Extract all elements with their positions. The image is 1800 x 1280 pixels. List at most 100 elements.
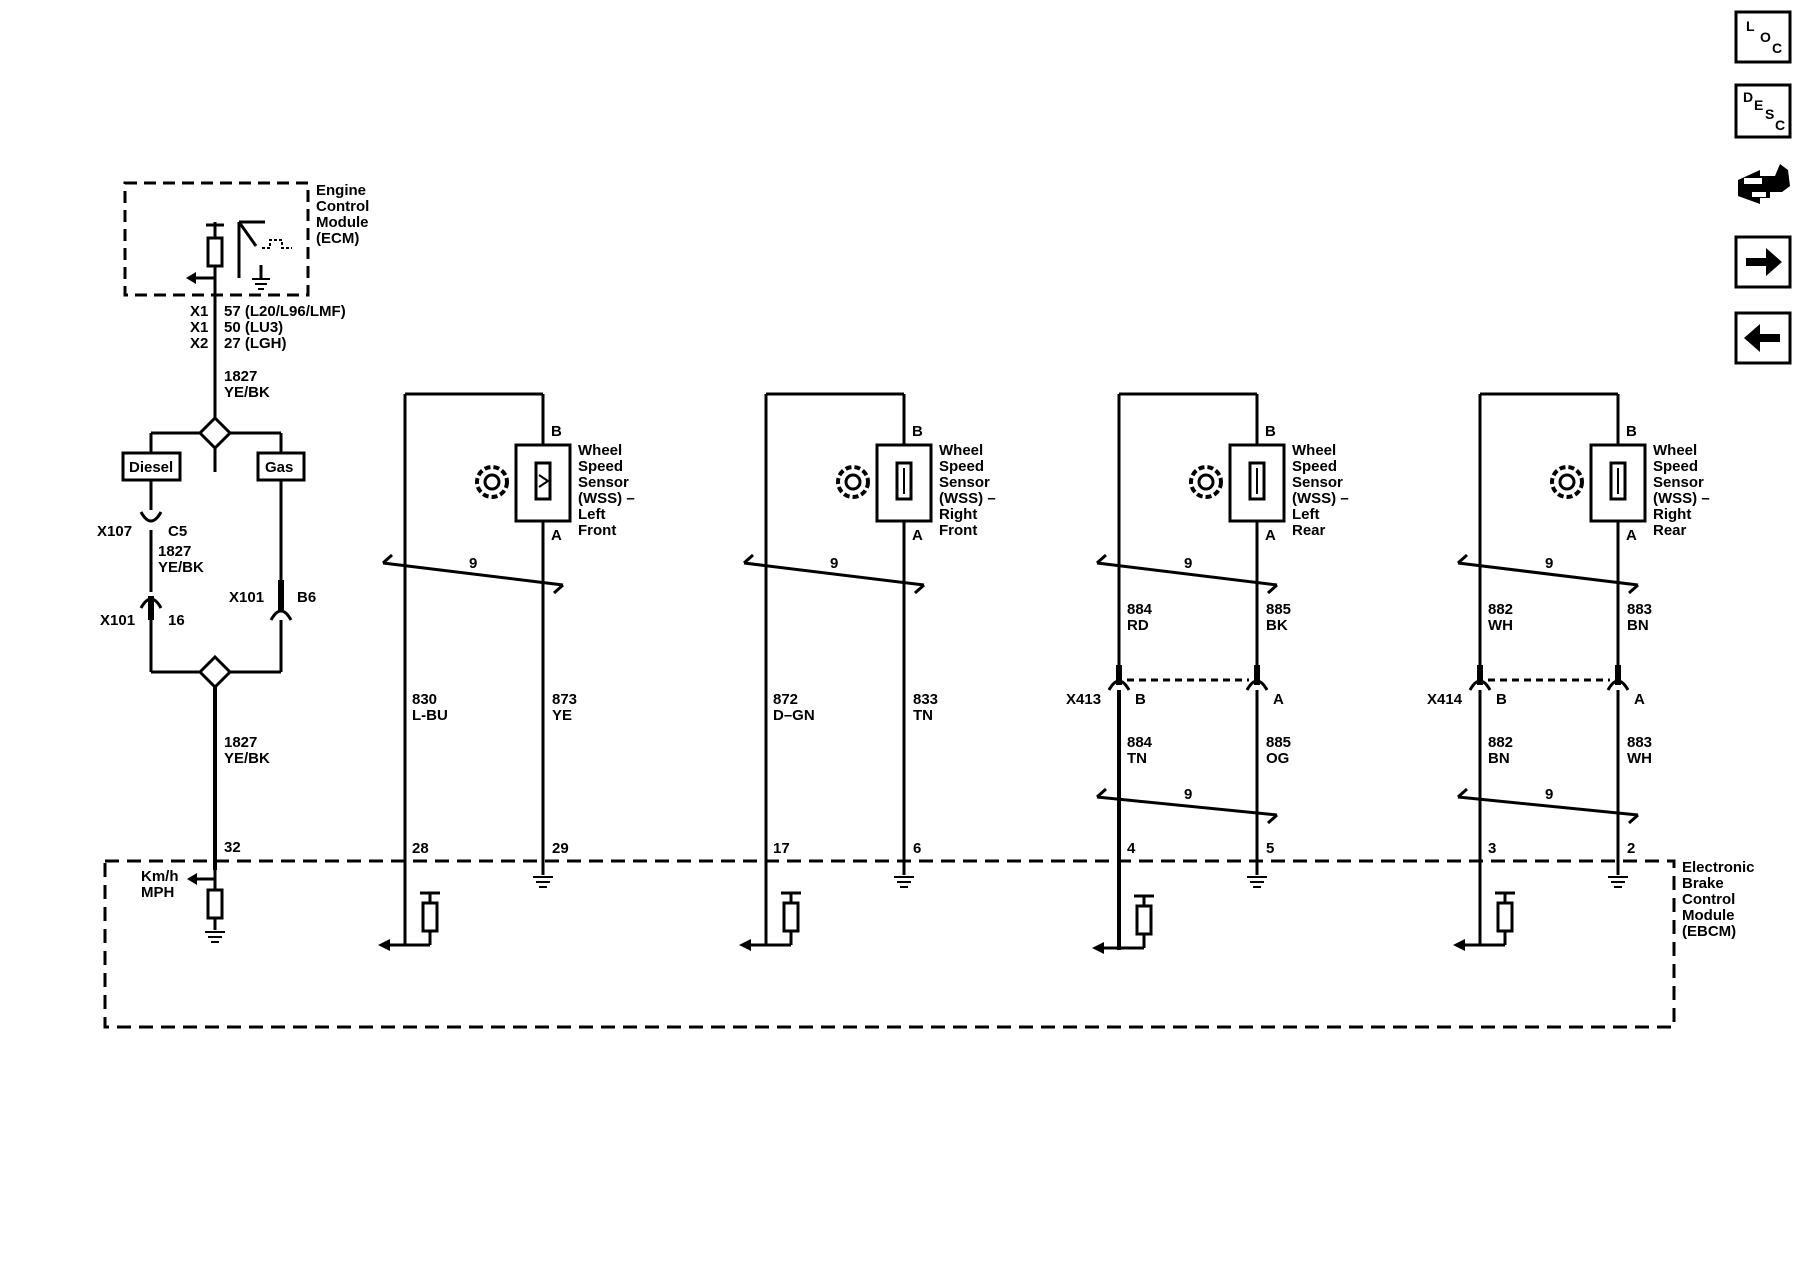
wss-lr-gear-icon [1189, 465, 1223, 499]
wss-lf-ebcm-input-icon [390, 876, 553, 947]
x414-pin-b: B [1496, 691, 1507, 708]
wss-rr-ebcm-pin-left: 3 [1488, 840, 1496, 857]
wss-lr-name-3: Sensor [1292, 474, 1343, 491]
x414-a-connector-icon [1606, 679, 1630, 691]
wss-lf-twist-count: 9 [469, 555, 477, 572]
wss-rf-name-6: Front [939, 522, 977, 539]
wss-rr-name-1: Wheel [1653, 442, 1697, 459]
wss-lr-pin-b: B [1265, 423, 1276, 440]
wss-rr-twist-count: 9 [1545, 555, 1553, 572]
wss-lf-ebcm-pin-right: 29 [552, 840, 569, 857]
wss-rf-ebcm-pin-left: 17 [773, 840, 790, 857]
desc-button[interactable]: D E S C [1734, 83, 1792, 139]
wss-lr-lower-left-circuit: 884 [1127, 734, 1153, 751]
wss-rf-input-arrow-icon [739, 939, 751, 951]
wss-lr-name-5: Left [1292, 506, 1320, 523]
ebcm-name-line3: Control [1682, 891, 1735, 908]
wss-rr-upper-left-circuit: 882 [1488, 601, 1513, 618]
speed-unit-mph: MPH [141, 884, 174, 901]
wss-rr-ebcm-input-icon [1465, 876, 1628, 947]
splice-bottom-icon [197, 654, 233, 690]
loc-button[interactable]: L O C [1734, 10, 1792, 64]
loc-letter-c: C [1772, 40, 1782, 56]
wss-rf-name-5: Right [939, 506, 977, 523]
ebcm-input-resistor-icon [205, 870, 225, 943]
wss-lf-name-2: Speed [578, 458, 623, 475]
ecm-pin1-number: 57 (L20/L96/LMF) [224, 303, 346, 320]
wss-lr-ebcm-pin-right: 5 [1266, 840, 1274, 857]
wss-lf-left-color: L-BU [412, 707, 448, 724]
ebcm-name-line2: Brake [1682, 875, 1724, 892]
wss-rf-right-circuit: 833 [913, 691, 938, 708]
ecm-wire-bottom-circuit: 1827 [224, 734, 257, 751]
ecm-pin1-connector: X1 [190, 303, 208, 320]
sensor-right-front: B A Wheel Speed Sensor (WSS) – Right Fro… [739, 392, 996, 951]
x414-pin-a: A [1634, 691, 1645, 708]
wss-lr-twist-count: 9 [1184, 555, 1192, 572]
x413-pin-b: B [1135, 691, 1146, 708]
wss-lf-name-3: Sensor [578, 474, 629, 491]
wss-lr-pin-a: A [1265, 527, 1276, 544]
sensor-right-rear: B A Wheel Speed Sensor (WSS) – Right Rea… [1427, 392, 1710, 951]
desc-letter-c: C [1775, 117, 1785, 133]
x101-right-connector-icon [269, 609, 293, 621]
wss-lr-lower-right-color: OG [1266, 750, 1289, 767]
wss-lr-name-2: Speed [1292, 458, 1337, 475]
wss-lf-gear-icon [475, 465, 509, 499]
wss-rf-ebcm-input-icon [751, 876, 914, 947]
x413-pin-a: A [1273, 691, 1284, 708]
ecm-output-arrow-icon [186, 272, 196, 284]
wss-lf-name-4: (WSS) – [578, 490, 635, 507]
x101-left-pin: 16 [168, 612, 185, 629]
ecm-pin2-connector: X1 [190, 319, 208, 336]
next-arrow-icon[interactable] [1734, 235, 1792, 289]
wss-rr-ebcm-pin-right: 2 [1627, 840, 1635, 857]
wss-rr-name-4: (WSS) – [1653, 490, 1710, 507]
ecm-name-line4: (ECM) [316, 230, 359, 247]
ecm-wire-top-color: YE/BK [224, 384, 270, 401]
ecm-pin3-number: 27 (LGH) [224, 335, 287, 352]
x414-b-connector-icon [1468, 679, 1492, 691]
wss-rr-gear-icon [1550, 465, 1584, 499]
connector-info-icon[interactable] [1738, 164, 1790, 204]
wss-lr-upper-right-color: BK [1266, 617, 1288, 634]
wss-lf-name-6: Front [578, 522, 616, 539]
ecm-output-driver-icon [195, 220, 270, 472]
ecm-wire-bottom-color: YE/BK [224, 750, 270, 767]
speed-output-arrow-icon [187, 873, 197, 885]
wss-lr-name-4: (WSS) – [1292, 490, 1349, 507]
previous-arrow-icon[interactable] [1734, 311, 1792, 365]
wss-rf-pin-b: B [912, 423, 923, 440]
ebcm-name-line1: Electronic [1682, 859, 1755, 876]
wss-rr-input-arrow-icon [1453, 939, 1465, 951]
wss-lr-upper-left-circuit: 884 [1127, 601, 1153, 618]
wss-rf-name-2: Speed [939, 458, 984, 475]
diesel-wire-circuit: 1827 [158, 543, 191, 560]
diesel-wire-color: YE/BK [158, 559, 204, 576]
wss-lf-pin-b: B [551, 423, 562, 440]
x101-right-label: X101 [229, 589, 264, 606]
wss-rr-lower-left-color: BN [1488, 750, 1510, 767]
ecm-section: Engine Control Module (ECM) X1 57 (L20/L… [97, 181, 369, 943]
wss-rr-lower-right-color: WH [1627, 750, 1652, 767]
wss-lr-ebcm-pin-left: 4 [1127, 840, 1136, 857]
wss-rr-lower-left-circuit: 882 [1488, 734, 1513, 751]
wss-rr-name-2: Speed [1653, 458, 1698, 475]
option-diesel-box: Diesel [121, 451, 182, 482]
wss-rf-body [875, 443, 933, 523]
wss-lr-lower-twist-count: 9 [1184, 786, 1192, 803]
ecm-switch-icon [237, 221, 258, 247]
wss-lr-ebcm-input-icon [1104, 876, 1267, 950]
wss-rr-name-3: Sensor [1653, 474, 1704, 491]
ecm-name-line1: Engine [316, 182, 366, 199]
x107-connector-icon [139, 511, 163, 523]
x413-b-connector-icon [1107, 679, 1131, 691]
option-diesel-label: Diesel [129, 459, 173, 476]
ecm-name-line2: Control [316, 198, 369, 215]
loc-letter-o: O [1760, 29, 1771, 45]
wss-rr-name-6: Rear [1653, 522, 1687, 539]
splice-top-icon [197, 415, 233, 451]
speed-unit-kmh: Km/h [141, 868, 179, 885]
wss-rf-right-color: TN [913, 707, 933, 724]
wss-rf-twist-count: 9 [830, 555, 838, 572]
